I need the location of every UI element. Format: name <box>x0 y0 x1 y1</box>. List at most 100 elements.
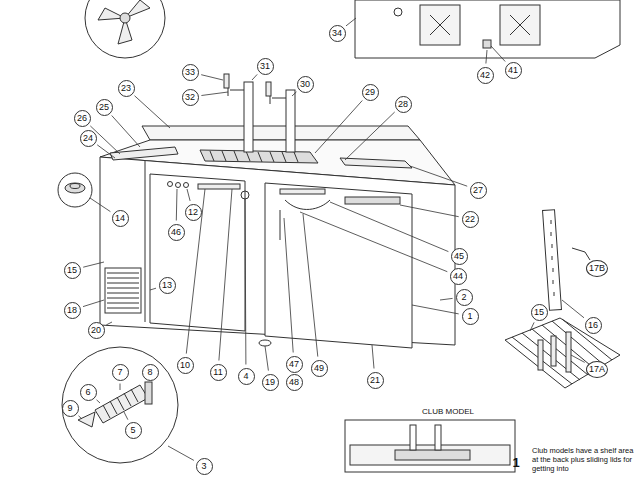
leader-line <box>124 412 128 420</box>
callout-number: 3 <box>196 458 213 475</box>
callout-number: 19 <box>262 374 279 391</box>
leader-line <box>530 322 534 331</box>
switch <box>184 183 189 188</box>
callout-number: 2 <box>456 289 473 306</box>
callout-number: 15 <box>64 262 81 279</box>
logo-plate <box>345 197 400 204</box>
leader-line <box>265 346 268 371</box>
leader-line <box>79 416 83 419</box>
callout-number: 12 <box>185 204 202 221</box>
leader-line <box>97 145 115 158</box>
plug <box>65 183 85 193</box>
callout-number: 16 <box>585 317 602 334</box>
faucet <box>228 86 286 104</box>
switch <box>394 8 402 16</box>
door-handle <box>198 184 240 189</box>
leader-line <box>201 92 228 96</box>
leader-line <box>440 298 453 300</box>
leader-line <box>176 189 178 221</box>
fan-hub <box>120 13 130 23</box>
callout-number: 32 <box>182 89 199 106</box>
post <box>566 332 571 372</box>
leader-line <box>410 166 467 186</box>
key <box>78 412 95 427</box>
drain-tray <box>110 147 178 160</box>
leader-line <box>292 92 297 96</box>
unit-inset <box>355 0 620 58</box>
leader-line <box>330 202 448 252</box>
callout-number: 27 <box>470 182 487 199</box>
callout-number: 45 <box>451 248 468 265</box>
callout-number: 30 <box>297 76 314 93</box>
grate-bars <box>210 151 298 162</box>
club-tower <box>410 425 416 450</box>
leader-line <box>187 189 190 201</box>
tap-handle <box>224 74 229 88</box>
leader-line <box>150 288 156 290</box>
drip-grate <box>200 150 318 163</box>
callout-number: 46 <box>168 224 185 241</box>
fan-inset <box>85 0 165 58</box>
callout-number: 29 <box>362 84 379 101</box>
panel-edge <box>145 161 146 322</box>
tower <box>244 82 253 152</box>
hinge <box>280 210 281 240</box>
inset-title: CLUB MODEL <box>422 407 474 416</box>
callout-number: 23 <box>118 80 135 97</box>
callout-number: 14 <box>112 210 129 227</box>
leader-lines <box>79 18 585 460</box>
callout-number: 34 <box>329 25 346 42</box>
callout-number: 25 <box>96 99 113 116</box>
lock-cylinder <box>95 385 148 423</box>
standard-slots <box>551 220 554 296</box>
callout-number: 17B <box>586 260 608 277</box>
leader-line <box>372 345 374 369</box>
leader-line <box>83 300 104 307</box>
switch <box>176 183 181 188</box>
callout-number: 11 <box>210 364 227 381</box>
leader-line <box>252 74 257 80</box>
callout-number: 8 <box>142 364 159 381</box>
tap-handle <box>266 82 271 96</box>
leader-line <box>97 400 101 403</box>
post <box>551 336 556 366</box>
callout-number: 17A <box>586 361 608 378</box>
leader-line <box>346 18 356 26</box>
leader-line <box>300 212 447 272</box>
leader-line <box>345 112 395 160</box>
fan-guard <box>510 15 530 35</box>
callout-number: 21 <box>367 372 384 389</box>
leader-line <box>400 205 459 217</box>
callout-number: 42 <box>477 67 494 84</box>
post <box>538 340 543 370</box>
callout-number: 22 <box>462 211 479 228</box>
callout-number: 10 <box>177 357 194 374</box>
lock <box>241 191 249 199</box>
callout-number: 31 <box>257 58 274 75</box>
shelf-clip <box>572 248 590 260</box>
callout-number: 15 <box>531 304 548 321</box>
figure-number: 1 <box>512 455 519 470</box>
callout-number: 41 <box>505 62 522 79</box>
lock-thread <box>103 389 138 418</box>
club-grate <box>395 450 470 460</box>
lock-cam <box>145 382 152 404</box>
callout-number: 49 <box>311 360 328 377</box>
callout-number: 47 <box>286 356 303 373</box>
shelf-standard <box>543 210 562 311</box>
leader-line <box>168 446 194 460</box>
leader-line <box>120 384 121 391</box>
callout-number: 44 <box>450 268 467 285</box>
leader-line <box>201 75 223 80</box>
leader-line <box>571 355 585 362</box>
callout-number: 28 <box>395 96 412 113</box>
tower <box>286 90 295 152</box>
leader-line <box>303 214 318 357</box>
note-text: Club models have a shelf area at the bac… <box>532 446 636 473</box>
leader-line <box>412 305 459 314</box>
fitting <box>483 40 491 48</box>
leg <box>259 340 271 346</box>
leader-line <box>112 116 140 148</box>
